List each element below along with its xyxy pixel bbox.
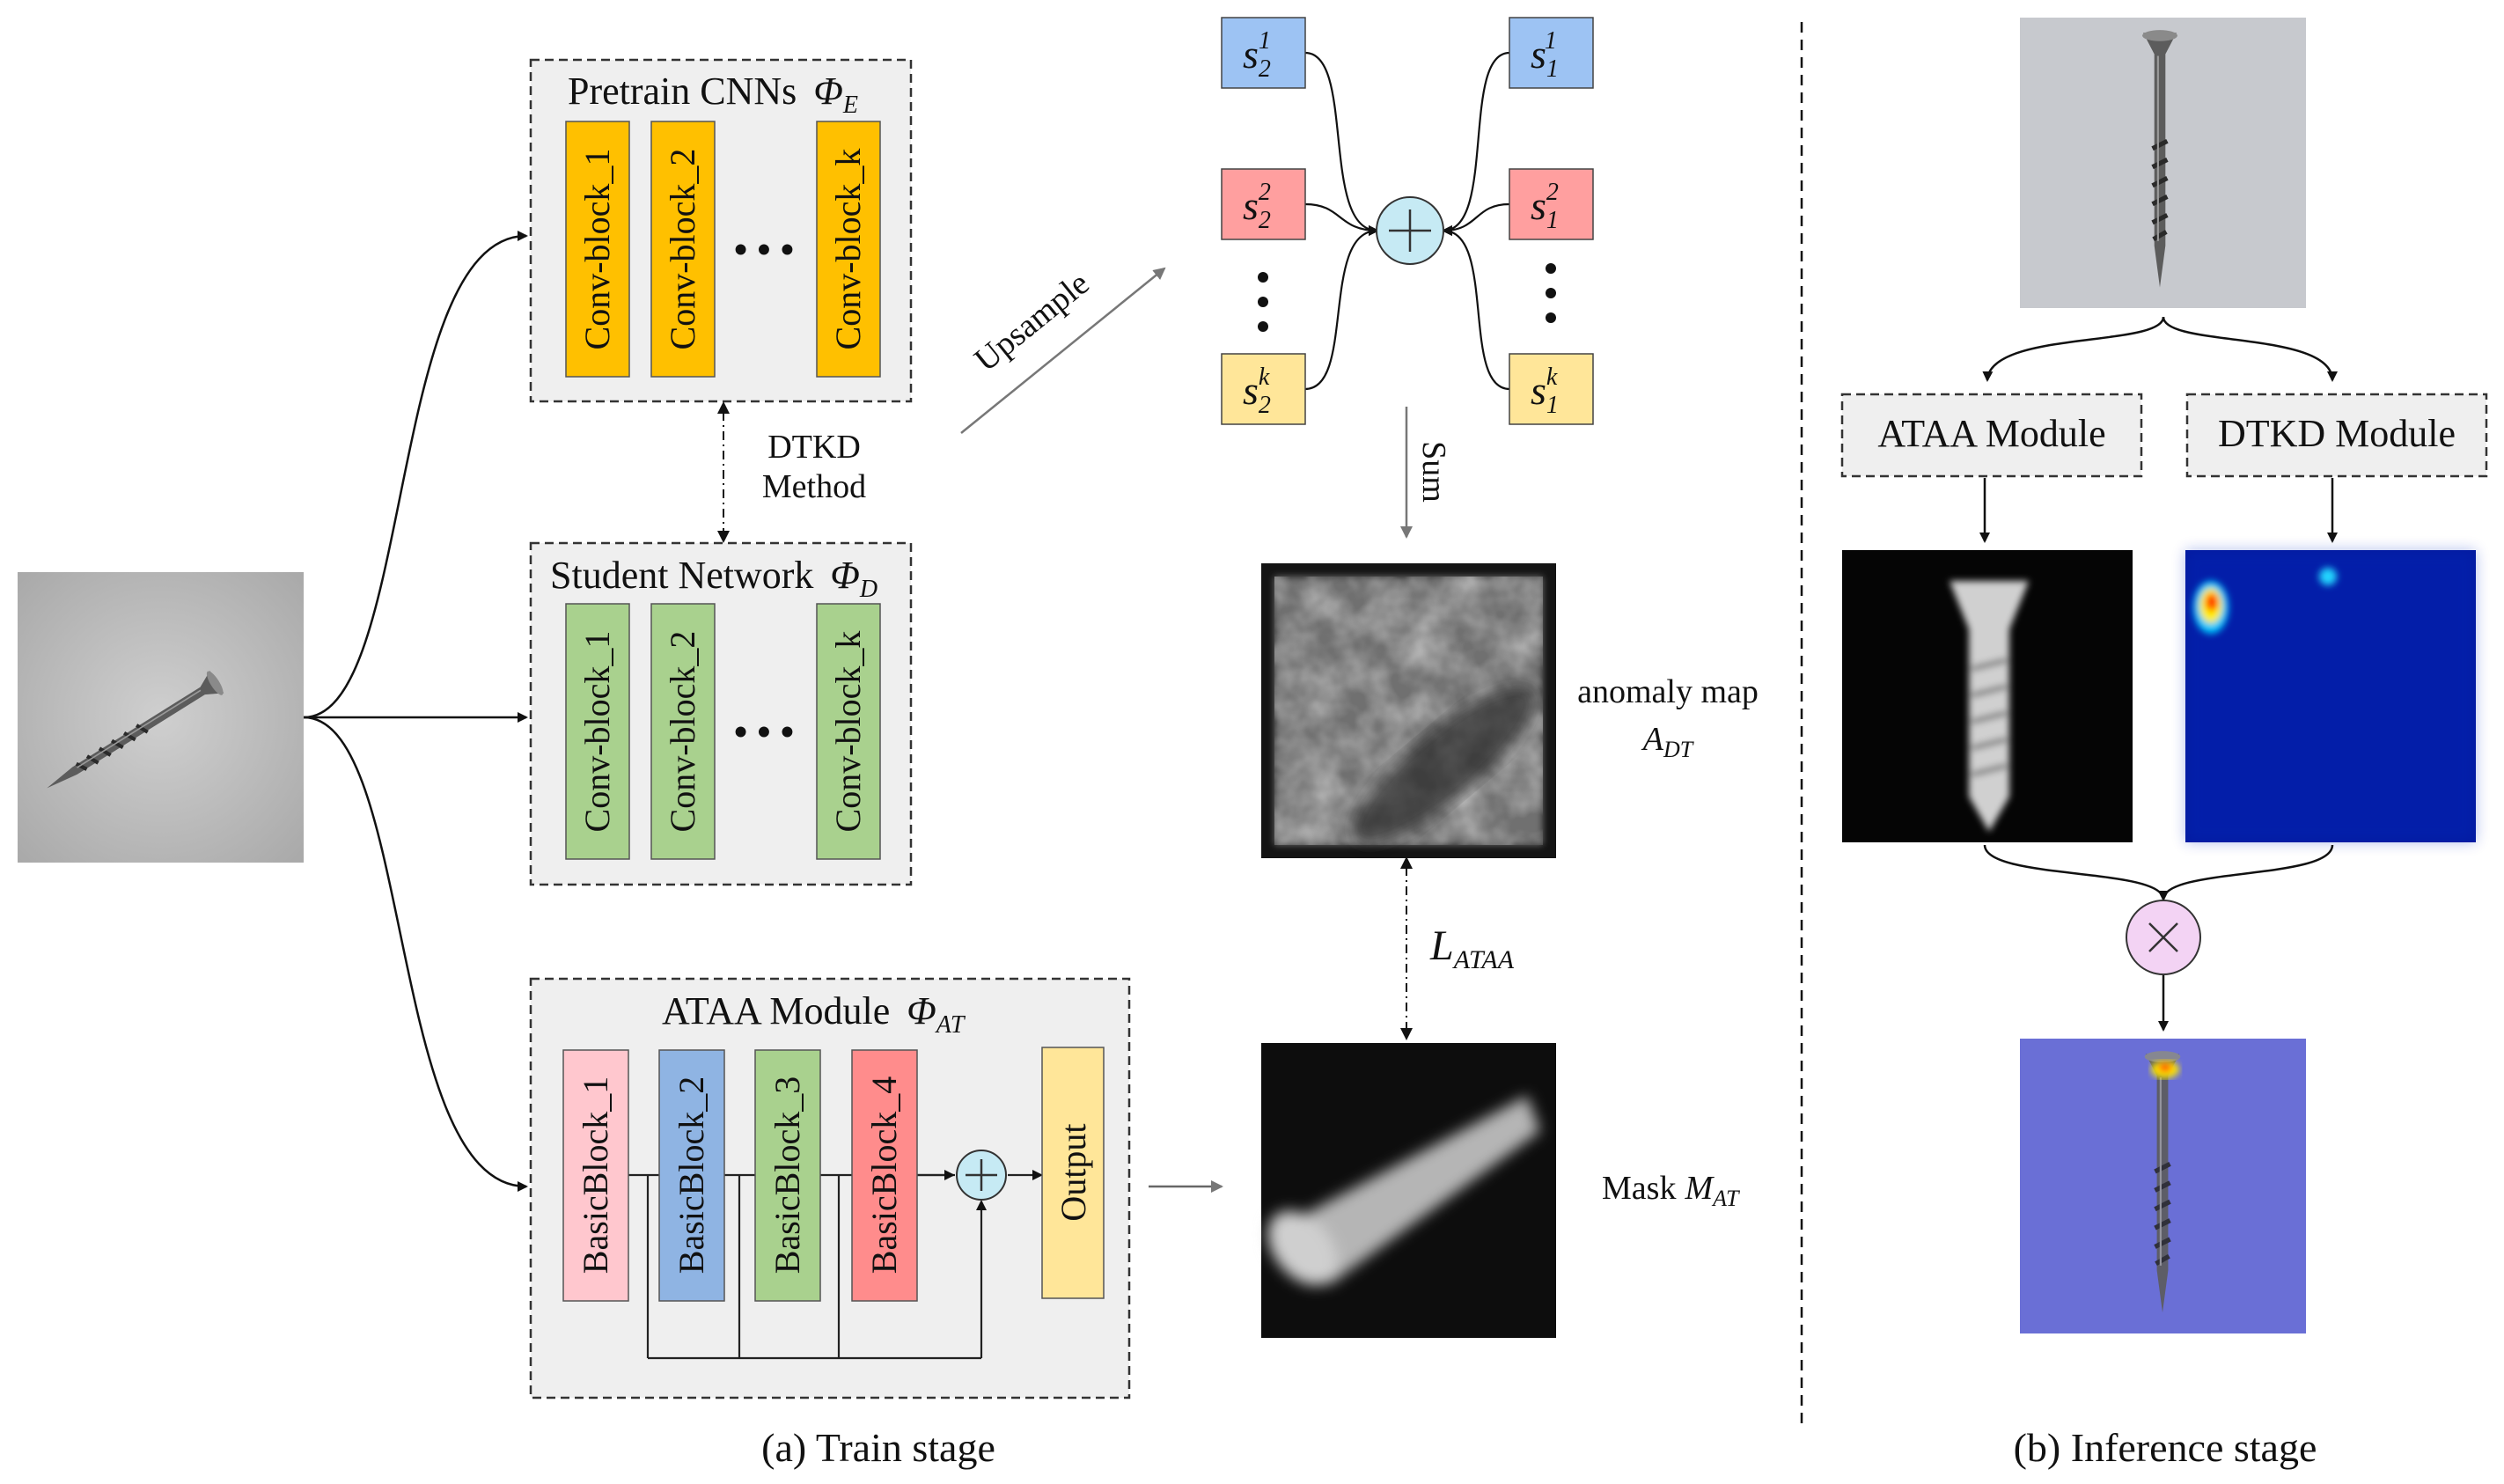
plus-icon	[956, 1150, 1007, 1201]
svg-text:Upsample: Upsample	[967, 265, 1096, 379]
svg-text:s22: s22	[1243, 179, 1271, 234]
svg-text:s11: s11	[1531, 27, 1557, 83]
svg-text:s21: s21	[1243, 27, 1271, 83]
svg-text:s12: s12	[1531, 179, 1559, 234]
inference-merge-arrows	[1983, 844, 2334, 901]
dtkd-label-1: DTKD	[767, 429, 861, 466]
score-fusion: s21 s22 s2k s11 s12 s1k	[1221, 17, 1594, 425]
svg-text:ATAA Module: ATAA Module	[1877, 412, 2105, 455]
inference-module-arrows	[1979, 478, 2338, 543]
ataa-title: ATAA Module	[662, 989, 890, 1032]
pretrain-ellipsis: • • •	[734, 228, 794, 271]
ataa-module-panel: ATAA Module ΦAT BasicBlock_1 BasicBlock_…	[529, 977, 1131, 1400]
svg-text:s2k: s2k	[1243, 364, 1271, 419]
caption-inference-stage: (b) Inference stage	[2014, 1425, 2317, 1470]
svg-text:anomaly map: anomaly map	[1577, 673, 1759, 710]
input-arrows	[303, 231, 528, 1192]
student-block-k: Conv-block_k	[828, 631, 868, 833]
sum-arrow: Sum	[1400, 407, 1452, 539]
plus-icon	[1376, 196, 1444, 265]
student-ellipsis: • • •	[734, 710, 794, 753]
inference-input-image	[2020, 18, 2306, 308]
svg-text:Student Network ΦD: Student Network ΦD	[550, 554, 878, 603]
upsample-arrow: Upsample	[960, 265, 1166, 434]
output-block: Output	[1054, 1123, 1093, 1221]
svg-text:ATAA Module ΦAT: ATAA Module ΦAT	[662, 989, 966, 1039]
inference-dtkd-module: DTKD Module	[2185, 393, 2488, 478]
pretrain-block-k: Conv-block_k	[828, 149, 868, 350]
inference-ataa-module: ATAA Module	[1840, 393, 2143, 478]
svg-text:ADT: ADT	[1641, 721, 1694, 762]
input-screw-image	[18, 572, 304, 863]
basic-block-1: BasicBlock_1	[576, 1076, 615, 1274]
basic-block-3: BasicBlock_3	[767, 1076, 807, 1274]
svg-text:LATAA: LATAA	[1429, 922, 1515, 974]
svg-text:Pretrain CNNs ΦE: Pretrain CNNs ΦE	[568, 70, 858, 119]
pretrain-block-1: Conv-block_1	[577, 149, 617, 350]
student-block-1: Conv-block_1	[577, 631, 617, 833]
svg-text:DTKD Module: DTKD Module	[2218, 412, 2456, 455]
inference-attention-map	[1842, 550, 2133, 842]
student-network-panel: Student Network ΦD Conv-block_1 Conv-blo…	[529, 541, 913, 886]
basic-block-2: BasicBlock_2	[672, 1076, 711, 1274]
anomaly-map-label: anomaly map ADT	[1577, 673, 1759, 762]
pretrain-title: Pretrain CNNs	[568, 70, 797, 113]
svg-text:Sum: Sum	[1415, 441, 1452, 503]
dtkd-method-link: DTKD Method	[717, 401, 866, 543]
caption-train-stage: (a) Train stage	[761, 1425, 995, 1470]
inference-output-image	[2020, 1039, 2306, 1333]
anomaly-map-image	[1261, 563, 1556, 858]
times-icon	[2126, 900, 2201, 975]
loss-link: LATAA	[1400, 856, 1515, 1040]
pretrain-block-2: Conv-block_2	[663, 149, 702, 350]
inference-heatmap	[2185, 550, 2476, 842]
dtkd-label-2: Method	[762, 468, 866, 505]
svg-text:s1k: s1k	[1531, 364, 1559, 419]
mask-image	[1261, 1043, 1556, 1338]
pretrain-cnns-panel: Pretrain CNNs ΦE Conv-block_1 Conv-block…	[529, 58, 913, 403]
inference-split-arrows	[1982, 316, 2338, 382]
student-block-2: Conv-block_2	[663, 631, 702, 833]
student-title: Student Network	[550, 554, 813, 597]
basic-block-4: BasicBlock_4	[864, 1076, 904, 1274]
